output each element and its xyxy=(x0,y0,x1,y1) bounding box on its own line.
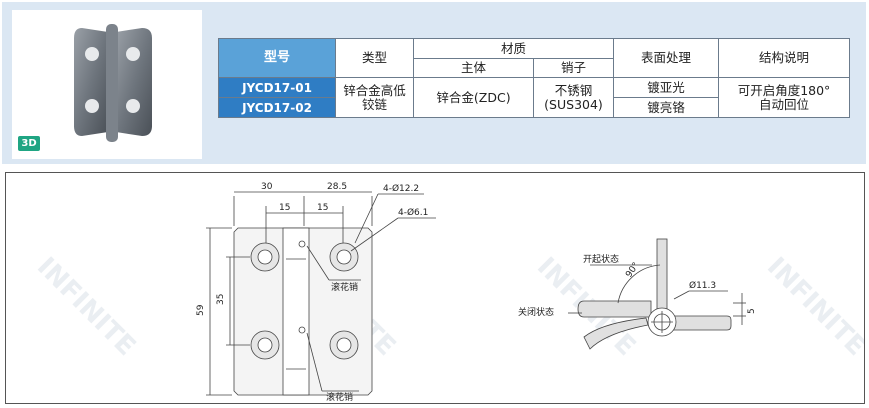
dim-5-label: 5 xyxy=(747,308,757,314)
surface-cell-2: 镀亮铬 xyxy=(613,97,719,118)
dim-hole-small: 4-Ø6.1 xyxy=(398,207,428,218)
header-material-body: 主体 xyxy=(413,58,534,78)
product-photo xyxy=(12,10,202,159)
header-type: 类型 xyxy=(335,38,414,78)
watermark-layer: INFINITE INFINITE INFINITE INFINITE xyxy=(31,252,864,362)
header-surface: 表面处理 xyxy=(613,38,719,78)
dim-15b: 15 xyxy=(317,203,328,213)
surface-cell-1: 镀亚光 xyxy=(613,77,719,98)
front-view-labels: 30 28.5 15 15 4-Ø12.2 4-Ø6.1 59 35 滚花销 滚… xyxy=(196,182,428,403)
model-cell-2: JYCD17-02 xyxy=(218,97,336,118)
header-structure: 结构说明 xyxy=(718,38,850,78)
front-view xyxy=(206,191,436,396)
technical-drawing: INFINITE INFINITE INFINITE INFINITE xyxy=(5,172,865,404)
type-cell: 锌合金高低铰链 xyxy=(335,77,414,118)
header-model: 型号 xyxy=(218,38,336,78)
header-material: 材质 xyxy=(413,38,614,59)
side-view xyxy=(568,238,746,350)
spec-table: 型号 类型 材质 表面处理 结构说明 主体 销子 JYCD17-01 锌合金高低… xyxy=(218,38,850,118)
structure-cell: 可开启角度180°自动回位 xyxy=(718,77,850,118)
dim-30: 30 xyxy=(261,182,273,192)
dim-28-5: 28.5 xyxy=(327,182,347,192)
header-material-pin: 销子 xyxy=(533,58,614,78)
dim-59: 59 xyxy=(196,304,206,316)
hinge-photo-image xyxy=(74,24,152,142)
closed-state-label: 关闭状态 xyxy=(518,306,554,318)
dim-35: 35 xyxy=(216,294,226,305)
drawing-canvas: INFINITE INFINITE INFINITE INFINITE xyxy=(31,182,864,403)
watermark-text: INFINITE xyxy=(31,252,141,362)
product-header-panel: 3D 型号 类型 材质 表面处理 结构说明 主体 销子 JYCD17-01 锌合… xyxy=(2,2,866,164)
angle-label: 90° xyxy=(624,261,641,280)
dim-15a: 15 xyxy=(279,203,290,213)
pin-value: 不锈钢(SUS304) xyxy=(544,82,603,112)
watermark-text: INFINITE xyxy=(761,252,864,362)
type-value: 锌合金高低铰链 xyxy=(343,82,406,112)
3d-badge[interactable]: 3D xyxy=(18,136,40,151)
model-cell-1: JYCD17-01 xyxy=(218,77,336,98)
knurl-pin-label-bottom: 滚花销 xyxy=(326,391,353,403)
body-cell: 锌合金(ZDC) xyxy=(413,77,534,118)
dia-pin-label: Ø11.3 xyxy=(689,280,716,291)
structure-value: 可开启角度180°自动回位 xyxy=(737,82,831,112)
knurl-pin-label-top: 滚花销 xyxy=(331,281,358,293)
pin-cell: 不锈钢(SUS304) xyxy=(533,77,614,118)
dim-hole-large: 4-Ø12.2 xyxy=(383,183,419,194)
open-state-label: 开起状态 xyxy=(583,253,619,265)
